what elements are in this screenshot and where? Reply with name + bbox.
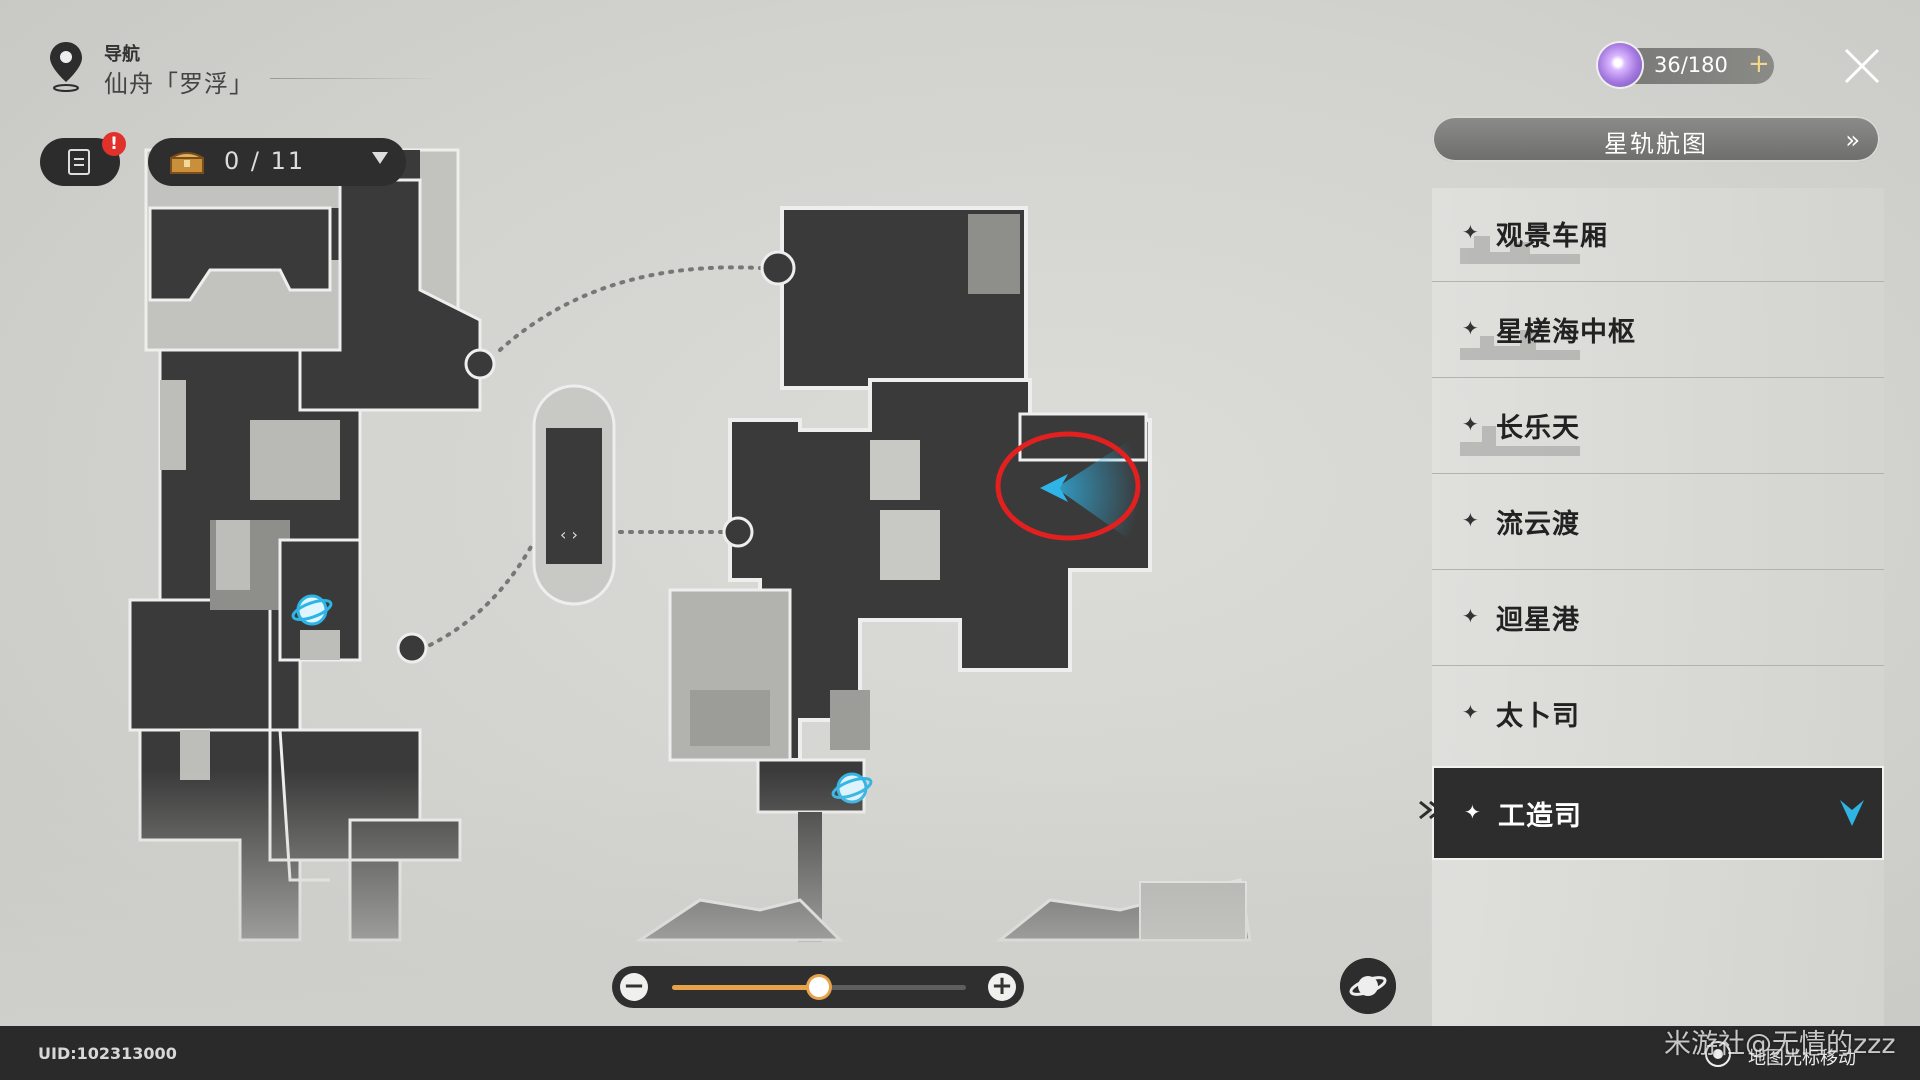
current-location-arrow-icon (1840, 800, 1864, 826)
chevron-down-icon[interactable] (372, 152, 388, 164)
trailblaze-power[interactable]: 36/180 + (1598, 43, 1774, 87)
skyline-icon (1460, 426, 1580, 456)
divider (1432, 377, 1884, 378)
divider (1432, 569, 1884, 570)
area-label: 迴星港 (1496, 605, 1580, 636)
diamond-star-icon: ✦ (1462, 316, 1479, 340)
skyline-icon (1460, 330, 1580, 360)
nav-title: 导航 (104, 44, 140, 65)
area-item[interactable]: ✦ 星槎海中枢 (1432, 284, 1884, 378)
alert-badge: ! (102, 132, 126, 156)
area-item[interactable]: ✦ 迴星港 (1432, 572, 1884, 666)
area-item[interactable]: ✦ 观景车厢 (1432, 188, 1884, 282)
watermark: 米游社@无情的zzz (1664, 1029, 1896, 1060)
zoom-slider[interactable] (672, 977, 966, 997)
mission-log-button[interactable]: ! (40, 132, 126, 186)
footer-bar: UID:102313000 地图光标移动 (0, 1026, 1920, 1080)
area-label: 太卜司 (1496, 701, 1580, 732)
area-list: ✦ 观景车厢 ✦ 星槎海中枢 ✦ 长乐天 ✦ 流云渡 ✦ 迴星港 ✦ 太卜司 ✦… (1432, 188, 1884, 1028)
close-icon[interactable] (1840, 44, 1884, 88)
area-item[interactable]: ✦ 长乐天 (1432, 380, 1884, 474)
divider (1432, 473, 1884, 474)
area-label: 观景车厢 (1496, 221, 1608, 252)
nav-location: 仙舟「罗浮」 (104, 70, 254, 98)
zoom-out-button[interactable]: − (620, 973, 648, 1001)
area-item[interactable]: ✦ 流云渡 (1432, 476, 1884, 570)
area-item[interactable]: ✦ 太卜司 (1432, 668, 1884, 762)
area-label: 流云渡 (1496, 509, 1580, 540)
trailblaze-power-value: 36/180 (1654, 53, 1728, 77)
joystick-icon (1705, 1041, 1731, 1067)
diamond-star-icon: ✦ (1462, 508, 1479, 532)
selection-marker-icon (1419, 800, 1443, 820)
zoom-fill (672, 985, 819, 990)
star-rail-map-label: 星轨航图 (1604, 130, 1708, 158)
zoom-in-button[interactable]: + (988, 973, 1016, 1001)
area-label: 工造司 (1498, 801, 1582, 832)
zoom-control: − + (612, 966, 1024, 1008)
area-item-active[interactable]: ✦ 工造司 (1432, 766, 1884, 860)
divider (270, 78, 440, 79)
area-label: 星槎海中枢 (1496, 317, 1636, 348)
uid-label: UID:102313000 (38, 1044, 177, 1063)
add-power-button[interactable]: + (1748, 49, 1770, 79)
divider (1432, 281, 1884, 282)
skyline-icon (1460, 236, 1580, 264)
diamond-star-icon: ✦ (1462, 220, 1479, 244)
cursor-hint: 地图光标移动 (1748, 1048, 1856, 1069)
diamond-star-icon: ✦ (1462, 412, 1479, 436)
chevron-right-icon: » (1845, 126, 1860, 154)
chest-count: 0 / 11 (224, 147, 306, 175)
treasure-chest-counter[interactable]: 0 / 11 (148, 138, 406, 186)
area-label: 长乐天 (1496, 413, 1580, 444)
diamond-star-icon: ✦ (1462, 604, 1479, 628)
zoom-handle[interactable] (809, 977, 829, 997)
diamond-star-icon: ✦ (1464, 800, 1481, 824)
star-rail-map-button[interactable]: 星轨航图 » (1432, 116, 1880, 162)
planet-icon[interactable] (1340, 958, 1396, 1014)
treasure-chest-icon (170, 152, 204, 174)
diamond-star-icon: ✦ (1462, 700, 1479, 724)
location-pin-icon (50, 42, 82, 92)
divider (1432, 665, 1884, 666)
clipboard-icon (68, 149, 90, 175)
trailblaze-power-icon (1598, 43, 1642, 87)
